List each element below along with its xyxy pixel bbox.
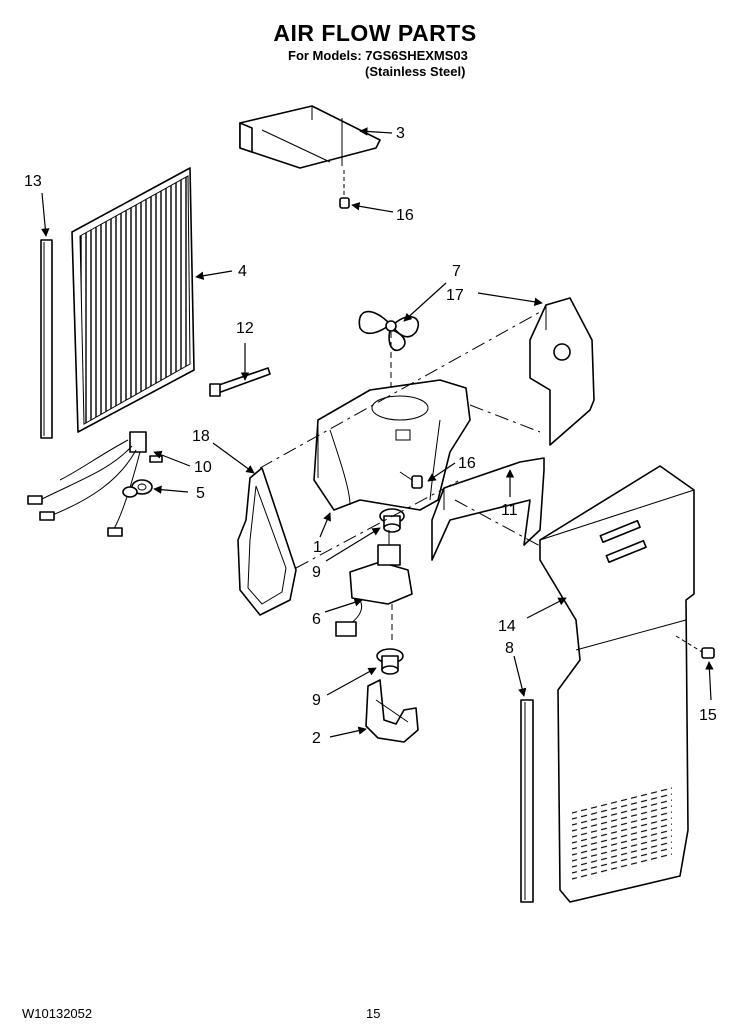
callout-4: 4 bbox=[238, 263, 247, 280]
part-8-foam-strip bbox=[520, 699, 534, 903]
callout-17: 17 bbox=[446, 287, 464, 304]
finish-line: (Stainless Steel) bbox=[365, 64, 466, 79]
assembly-lines bbox=[259, 311, 541, 569]
page-title: AIR FLOW PARTS bbox=[273, 20, 477, 46]
part-18-side-panel bbox=[237, 467, 297, 616]
document-number: W10132052 bbox=[22, 1006, 93, 1021]
callout-16-middle: 16 bbox=[458, 455, 476, 472]
part-9-grommet-lower bbox=[376, 648, 404, 675]
part-15-screw bbox=[675, 635, 715, 659]
callout-3: 3 bbox=[396, 125, 405, 142]
part-2-motor-bracket bbox=[365, 679, 419, 743]
part-14-rear-duct-panel bbox=[539, 465, 695, 903]
callout-14: 14 bbox=[498, 618, 516, 635]
callout-18: 18 bbox=[192, 428, 210, 445]
callout-9-lower: 9 bbox=[312, 692, 321, 709]
callout-10: 10 bbox=[194, 459, 212, 476]
callout-15: 15 bbox=[699, 707, 717, 724]
callout-5: 5 bbox=[196, 485, 205, 502]
part-6-fan-motor bbox=[335, 530, 413, 640]
part-11-air-baffle bbox=[431, 457, 545, 561]
part-13-foam-strip bbox=[40, 239, 53, 439]
callout-12: 12 bbox=[236, 320, 254, 337]
callout-1: 1 bbox=[313, 539, 322, 556]
part-3-duct-cover bbox=[239, 105, 381, 169]
part-12-cable-tie bbox=[209, 367, 271, 397]
leader-lines bbox=[41, 127, 714, 738]
part-7-fan-blade bbox=[358, 310, 419, 390]
callout-6: 6 bbox=[312, 611, 321, 628]
models-line: For Models: 7GS6SHEXMS03 bbox=[288, 48, 468, 63]
part-16-screw-top bbox=[339, 170, 350, 209]
part-16-screw-middle bbox=[399, 471, 423, 489]
callout-16-top: 16 bbox=[396, 207, 414, 224]
part-17-side-panel bbox=[529, 297, 595, 446]
part-5-grommet bbox=[122, 479, 153, 498]
part-10-wire-harness bbox=[27, 431, 163, 537]
callout-2: 2 bbox=[312, 730, 321, 747]
part-4-evaporator-grille bbox=[71, 167, 195, 433]
callout-13: 13 bbox=[24, 173, 42, 190]
page-number: 15 bbox=[366, 1006, 381, 1021]
callout-9-upper: 9 bbox=[312, 564, 321, 581]
callout-7: 7 bbox=[452, 263, 461, 280]
callout-8: 8 bbox=[505, 640, 514, 657]
callout-11: 11 bbox=[501, 502, 518, 519]
